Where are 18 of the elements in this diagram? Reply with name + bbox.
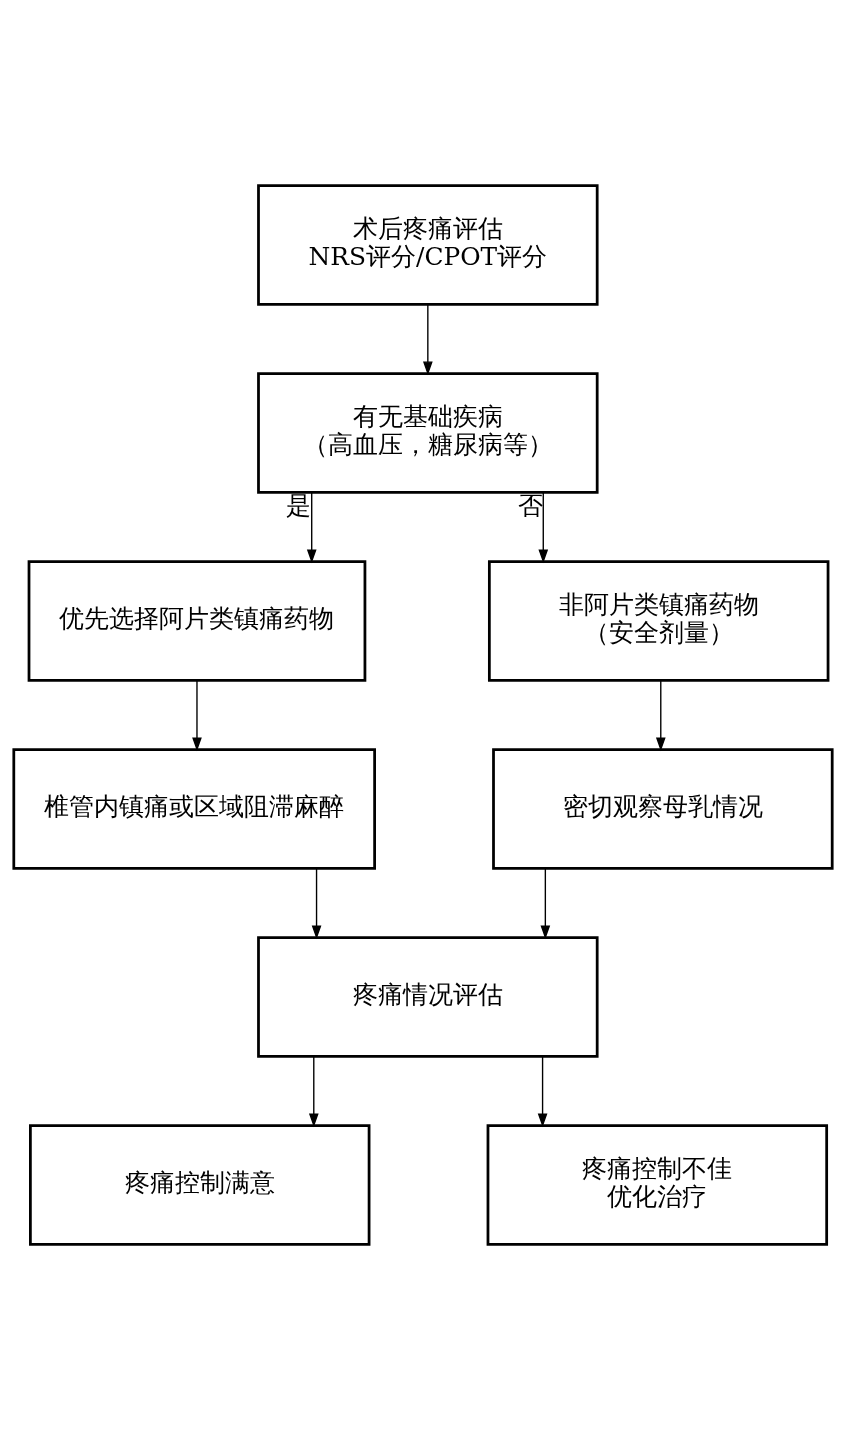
arrow xyxy=(306,491,317,563)
node-box: 疼痛情况评估 xyxy=(257,935,599,1058)
arrow xyxy=(655,679,666,751)
node-box: 疼痛控制满意 xyxy=(29,1123,371,1246)
node-box: 疼痛控制不佳 优化治疗 xyxy=(486,1123,829,1246)
node-box: 椎管内镇痛或区域阻滞麻醉 xyxy=(12,747,376,870)
node-box: 优先选择阿片类镇痛药物 xyxy=(27,559,367,682)
arrow xyxy=(540,867,551,939)
node-box: 有无基础疾病 （高血压，糖尿病等） xyxy=(257,371,599,494)
arrow xyxy=(311,867,322,939)
node-box: 术后疼痛评估 NRS评分/CPOT评分 xyxy=(257,183,599,306)
arrow xyxy=(192,679,202,751)
arrow xyxy=(423,303,433,375)
node-box: 密切观察母乳情况 xyxy=(492,747,834,870)
arrow xyxy=(538,491,549,563)
arrow xyxy=(308,1055,319,1127)
arrow xyxy=(537,1055,548,1127)
node-box: 非阿片类镇痛药物 （安全剂量） xyxy=(488,559,830,682)
